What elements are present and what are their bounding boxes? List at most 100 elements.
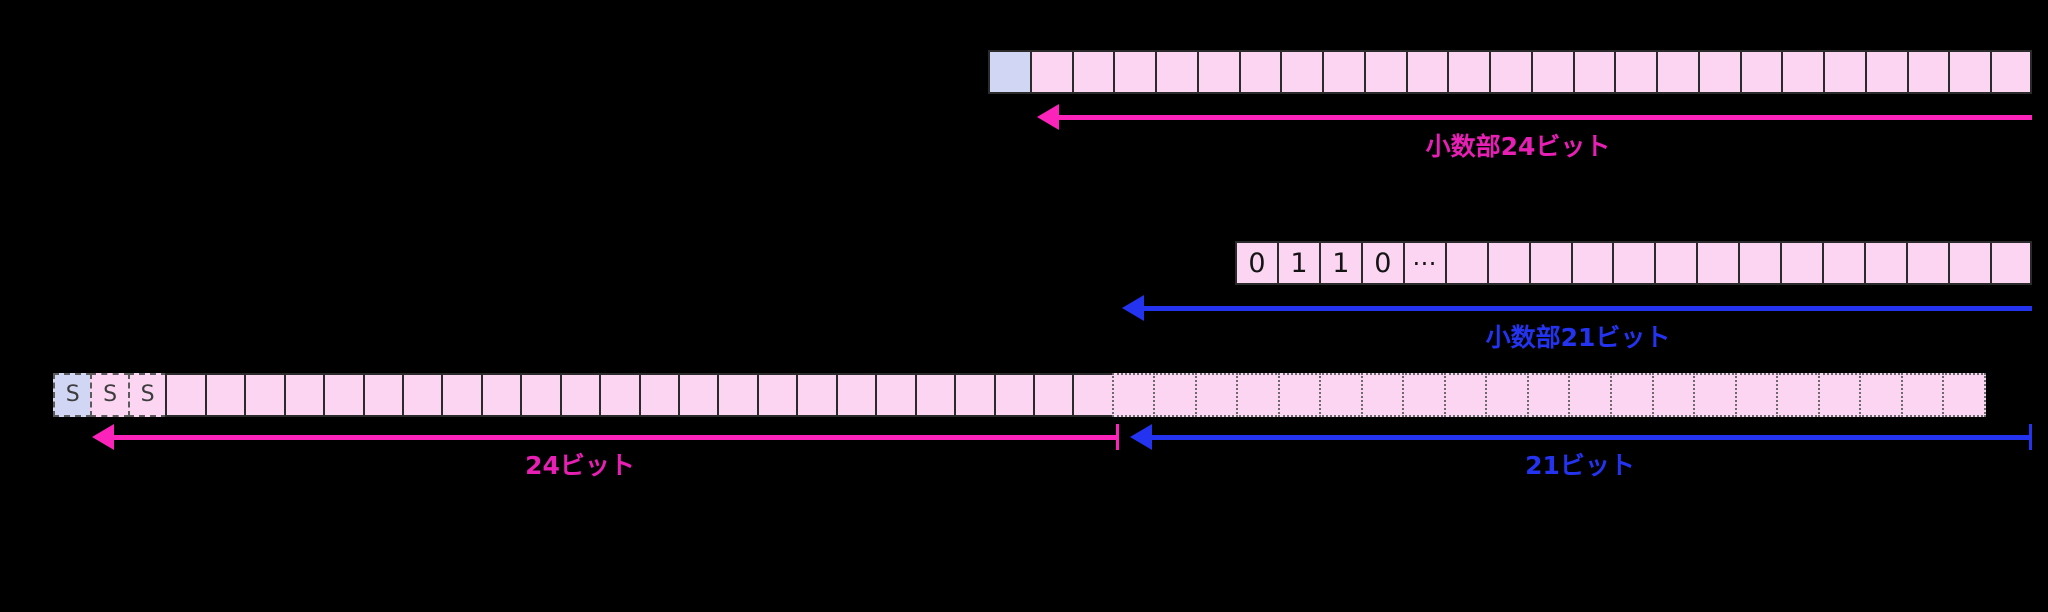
bit-cell	[283, 373, 324, 417]
bit-cell	[993, 373, 1033, 417]
bit-cell	[1568, 373, 1612, 417]
bit-cell: 1	[1276, 241, 1319, 285]
bit-cell: 0	[1235, 241, 1277, 285]
bit-cell	[1989, 241, 2032, 285]
bit-cell	[559, 373, 600, 417]
bit-cell	[835, 373, 876, 417]
bit-cell	[1656, 50, 1698, 94]
bit-cell	[1739, 50, 1782, 94]
bit-cell	[1900, 373, 1945, 417]
bit-cell	[1447, 50, 1489, 94]
bit-cell	[875, 373, 915, 417]
bit-cell	[717, 373, 757, 417]
bit-cell	[1486, 241, 1529, 285]
bit-cell	[1029, 50, 1072, 94]
bit-cell	[954, 373, 994, 417]
bit-cell: 0	[1360, 241, 1403, 285]
bit-cell	[1864, 50, 1907, 94]
bit-cell	[796, 373, 836, 417]
bit-cell	[1614, 50, 1656, 94]
bit-cell	[1651, 373, 1696, 417]
bit-cell	[1405, 50, 1448, 94]
bit-cell	[1113, 50, 1155, 94]
bit-cell: ⋯	[1402, 241, 1445, 285]
bit-cell	[1990, 50, 2032, 94]
bit-cell	[1319, 373, 1363, 417]
arrowhead-left-icon	[1122, 295, 1144, 321]
bit-cell	[1155, 50, 1197, 94]
bit-cell	[1817, 373, 1862, 417]
bit-cell: S	[53, 373, 93, 417]
bit-cell	[1277, 373, 1322, 417]
bit-cell	[1906, 50, 1949, 94]
bit-cell	[1530, 50, 1573, 94]
bit-cell	[520, 373, 560, 417]
bit-cell	[1485, 373, 1529, 417]
bit-cell	[1194, 373, 1239, 417]
bit-cell	[1654, 241, 1697, 285]
bit-cell	[480, 373, 521, 417]
arrow-shaft	[1143, 435, 2032, 440]
arrow-int-21bit	[1130, 424, 2032, 450]
bit-cell	[1947, 241, 1990, 285]
bit-cell	[1612, 241, 1655, 285]
bit-cell	[1111, 373, 1156, 417]
bit-cell	[1238, 50, 1281, 94]
bit-cell	[362, 373, 402, 417]
bit-cell	[1776, 373, 1820, 417]
bit-cell	[1360, 373, 1405, 417]
bit-cell	[1489, 50, 1531, 94]
bit-cell	[1693, 373, 1737, 417]
bit-cell	[1781, 50, 1823, 94]
bit-cell	[323, 373, 363, 417]
arrow-fraction-24bit	[1037, 104, 2032, 130]
label-24bit: 24ビット	[525, 451, 635, 480]
arrow-int-24bit	[92, 424, 1118, 450]
bit-cell	[1280, 50, 1322, 94]
bit-cell	[1032, 373, 1073, 417]
bit-cell	[401, 373, 442, 417]
bit-cell	[1822, 241, 1865, 285]
bit-cell	[1823, 50, 1865, 94]
bit-cell	[1072, 373, 1112, 417]
bit-cell	[1071, 50, 1114, 94]
arrow-shaft	[105, 435, 1118, 440]
bit-cell	[1734, 373, 1779, 417]
bit-cell: S	[90, 373, 130, 417]
bit-cell	[165, 373, 205, 417]
arrowhead-left-icon	[92, 424, 114, 450]
arrow-fraction-21bit	[1122, 295, 2032, 321]
bit-cell	[1196, 50, 1239, 94]
bit-cell	[1153, 373, 1197, 417]
bit-cell	[1780, 241, 1823, 285]
bit-cell	[1322, 50, 1364, 94]
bit-cell	[1572, 50, 1615, 94]
bit-cell	[1906, 241, 1948, 285]
bit-cell	[1444, 241, 1487, 285]
arrowhead-left-icon	[1037, 104, 1059, 130]
label-21bit: 21ビット	[1525, 451, 1635, 480]
bit-cell	[1570, 241, 1613, 285]
bit-cell	[1443, 373, 1488, 417]
bit-cell	[914, 373, 955, 417]
bit-row-top	[988, 50, 2032, 94]
bit-cell	[1528, 241, 1571, 285]
bit-cell	[599, 373, 639, 417]
bit-cell	[1864, 241, 1906, 285]
bit-cell	[756, 373, 797, 417]
bit-cell: S	[127, 373, 168, 417]
bit-cell	[1526, 373, 1571, 417]
bit-cell	[1610, 373, 1654, 417]
bit-cell	[441, 373, 481, 417]
arrow-shaft	[1135, 306, 2032, 311]
bit-cell	[1696, 241, 1739, 285]
label-fraction-24bit: 小数部24ビット	[1425, 132, 1611, 161]
bit-cell	[678, 373, 718, 417]
bit-cell	[244, 373, 284, 417]
bit-cell	[1948, 50, 1990, 94]
bit-cell	[1363, 50, 1406, 94]
bit-cell	[988, 50, 1030, 94]
